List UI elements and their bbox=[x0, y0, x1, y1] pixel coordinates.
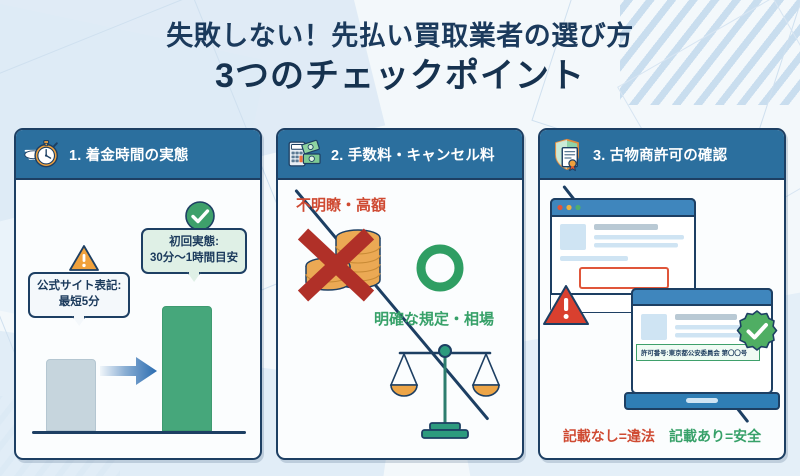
callout-actual-line2: 30分〜1時間目安 bbox=[150, 251, 239, 264]
callout-tail bbox=[187, 272, 202, 283]
page-subtitle: 3つのチェックポイント bbox=[215, 56, 585, 95]
card-2-title: 2. 手数料・キャンセル料 bbox=[331, 147, 495, 164]
chart-baseline bbox=[32, 431, 246, 434]
callout-official-claim: 公式サイト表記: 最短5分 bbox=[28, 272, 131, 327]
verified-badge-icon bbox=[736, 310, 778, 352]
callout-tail bbox=[72, 316, 87, 327]
page-title: 失敗しない！先払い買取業者の選び方 bbox=[166, 21, 634, 51]
label-unclear-fees: 不明瞭・高額 bbox=[296, 197, 387, 214]
card-1-header: 1. 着金時間の実態 bbox=[16, 130, 260, 180]
bar-official-claim bbox=[46, 359, 96, 431]
card-3-footer-labels: 記載なし=違法 記載あり=安全 bbox=[540, 426, 784, 446]
label-has-license-safe: 記載あり=安全 bbox=[669, 428, 762, 444]
cards-row: 1. 着金時間の実態 bbox=[14, 128, 786, 460]
callout-actual-time: 初回実態: 30分〜1時間目安 bbox=[141, 228, 248, 283]
card-3-header: 3. 古物商許可の確認 bbox=[540, 130, 784, 180]
card-3-license: 3. 古物商許可の確認 bbox=[538, 128, 786, 460]
red-x-icon bbox=[290, 224, 382, 306]
callout-actual-line1: 初回実態: bbox=[169, 236, 220, 248]
balance-scales-icon bbox=[386, 335, 504, 443]
label-clear-fees: 明確な規定・相場 bbox=[374, 311, 495, 328]
card-3-title: 3. 古物商許可の確認 bbox=[593, 147, 728, 164]
card-1-payment-time: 1. 着金時間の実態 bbox=[14, 128, 262, 460]
transition-arrow-icon bbox=[100, 356, 158, 386]
warning-triangle-icon bbox=[69, 244, 99, 272]
card-2-fees: 2. 手数料・キャンセル料 不明瞭・高額 bbox=[276, 128, 524, 460]
card-3-body: 許可番号:東京都公安委員会 第〇〇号 記載なし=違法 記載あり=安全 bbox=[540, 180, 784, 458]
warning-triangle-icon bbox=[543, 284, 589, 326]
calculator-money-icon bbox=[286, 135, 324, 173]
green-circle-o-icon bbox=[414, 242, 466, 294]
card-1-body: 公式サイト表記: 最短5分 初回実態: 30分〜1時間目安 bbox=[16, 180, 260, 458]
card-2-body: 不明瞭・高額 bbox=[278, 180, 522, 458]
title-block: 失敗しない！先払い買取業者の選び方 3つのチェックポイント bbox=[0, 20, 800, 97]
label-no-license-illegal: 記載なし=違法 bbox=[562, 428, 655, 444]
bar-actual-time bbox=[162, 306, 212, 431]
card-2-header: 2. 手数料・キャンセル料 bbox=[278, 130, 522, 180]
shield-certificate-icon bbox=[548, 135, 586, 173]
callout-official-line2: 最短5分 bbox=[58, 295, 100, 308]
winged-stopwatch-icon bbox=[24, 135, 62, 173]
card-1-title: 1. 着金時間の実態 bbox=[69, 147, 189, 164]
callout-official-line1: 公式サイト表記: bbox=[37, 280, 122, 292]
